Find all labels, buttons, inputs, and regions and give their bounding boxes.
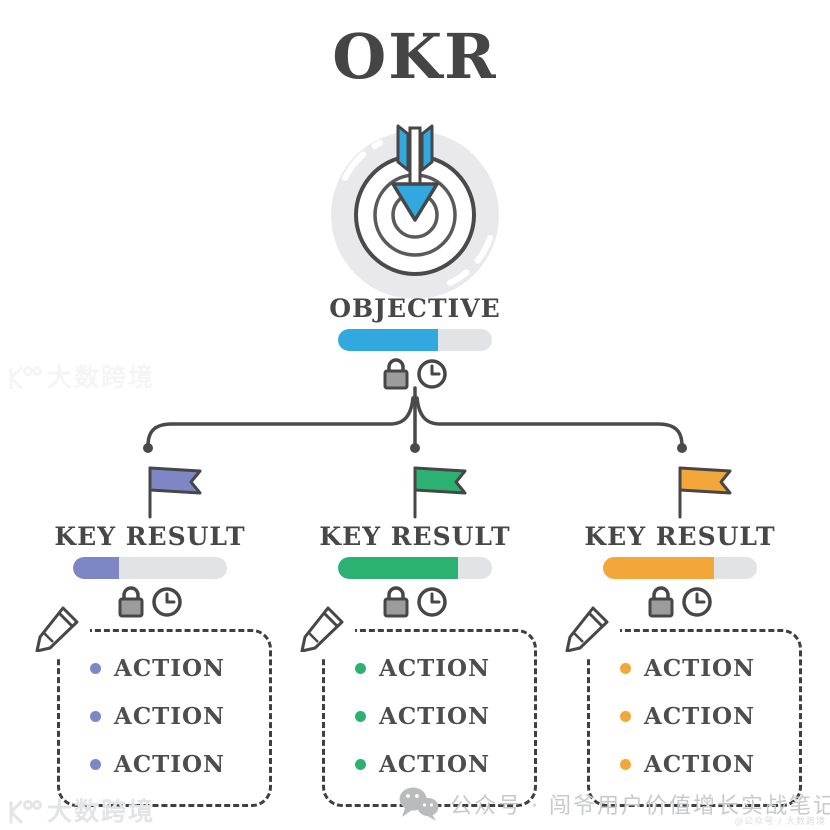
key-result-progress-bar xyxy=(73,557,227,579)
flag-icon xyxy=(148,466,202,519)
action-item: ACTION xyxy=(355,692,534,740)
bullet-dot xyxy=(620,758,631,770)
bullet-dot xyxy=(355,710,366,722)
action-label: ACTION xyxy=(114,750,226,778)
bullet-dot xyxy=(90,758,101,770)
key-result-label: KEY RESULT xyxy=(584,522,776,551)
bullet-dot xyxy=(620,710,631,722)
objective-section: OBJECTIVE xyxy=(315,294,515,390)
footer-watermark-text: 公众号 · 闯爷用户价值增长实战笔记 xyxy=(450,794,830,819)
key-result-column-1: KEY RESULT xyxy=(50,464,250,618)
page-title: OKR xyxy=(332,20,498,93)
action-item: ACTION xyxy=(90,692,269,740)
pencil-icon xyxy=(35,606,79,652)
key-result-column-3: KEY RESULT xyxy=(580,464,780,618)
key-result-progress-bar xyxy=(603,557,757,579)
bullet-dot xyxy=(355,758,366,770)
bullet-dot xyxy=(90,710,101,722)
lock-icon xyxy=(118,586,143,618)
objective-progress-bar xyxy=(338,329,492,351)
target-bullseye-icon xyxy=(331,124,499,299)
bullet-dot xyxy=(90,662,101,674)
bullet-dot xyxy=(620,662,631,674)
footer-small-watermark: @公众号 / 大数跨境 xyxy=(734,817,826,827)
lock-icon xyxy=(383,358,408,390)
lock-icon xyxy=(383,586,408,618)
action-item: ACTION xyxy=(355,644,534,692)
action-item: ACTION xyxy=(620,740,799,788)
action-label: ACTION xyxy=(114,702,226,730)
action-label: ACTION xyxy=(379,750,491,778)
action-label: ACTION xyxy=(379,702,491,730)
pencil-icon xyxy=(565,606,609,652)
objective-progress-fill xyxy=(338,329,439,351)
key-result-progress-bar xyxy=(338,557,492,579)
action-label: ACTION xyxy=(644,750,756,778)
action-item: ACTION xyxy=(90,740,269,788)
action-item: ACTION xyxy=(620,692,799,740)
clock-icon xyxy=(416,587,447,617)
key-result-progress-fill xyxy=(73,557,120,579)
brand-logo-icon xyxy=(9,366,42,390)
bullet-dot xyxy=(355,662,366,674)
action-box-3: ACTION ACTION ACTION xyxy=(587,629,802,807)
action-item: ACTION xyxy=(620,644,799,692)
clock-icon xyxy=(416,359,447,389)
branch-connector xyxy=(143,386,687,453)
key-result-progress-fill xyxy=(338,557,459,579)
key-result-column-2: KEY RESULT xyxy=(315,464,515,618)
wechat-icon xyxy=(399,787,439,821)
key-result-label: KEY RESULT xyxy=(319,522,511,551)
action-label: ACTION xyxy=(644,702,756,730)
action-item: ACTION xyxy=(90,644,269,692)
brand-watermark-text: 大数跨境 xyxy=(47,797,156,826)
flag-icon xyxy=(678,466,732,519)
key-result-progress-fill xyxy=(603,557,714,579)
footer-watermark: 公众号 · 闯爷用户价值增长实战笔记 xyxy=(398,786,830,822)
action-label: ACTION xyxy=(379,654,491,682)
clock-icon xyxy=(151,587,182,617)
clock-icon xyxy=(681,587,712,617)
action-item: ACTION xyxy=(355,740,534,788)
flag-icon xyxy=(413,466,467,519)
action-label: ACTION xyxy=(644,654,756,682)
brand-watermark-middle: 大数跨境 xyxy=(6,358,155,394)
pencil-icon xyxy=(300,606,344,652)
key-result-label: KEY RESULT xyxy=(54,522,246,551)
lock-icon xyxy=(648,586,673,618)
action-box-1: ACTION ACTION ACTION xyxy=(57,629,272,807)
brand-watermark-text: 大数跨境 xyxy=(47,363,156,392)
objective-label: OBJECTIVE xyxy=(329,294,501,323)
action-label: ACTION xyxy=(114,654,226,682)
brand-logo-icon xyxy=(9,800,42,824)
brand-watermark-bottom-left: 大数跨境 xyxy=(6,792,155,828)
